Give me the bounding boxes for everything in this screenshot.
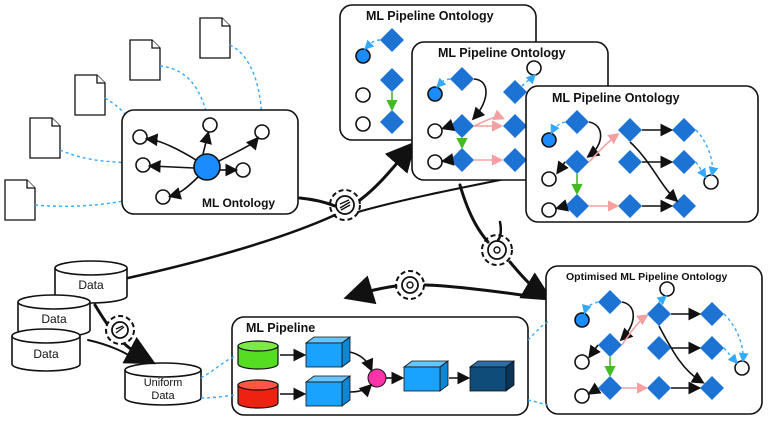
- uniform-data-label: Uniform: [144, 377, 183, 389]
- uniform-data-database-icon: Uniform Data: [124, 362, 202, 406]
- ontology-node: [541, 171, 557, 187]
- ontology-node: [355, 48, 371, 64]
- process-block: [304, 375, 352, 407]
- ontology-node: [427, 154, 443, 170]
- database-icon: Data: [54, 260, 128, 304]
- process-block: [304, 336, 352, 368]
- pipeline-ontology-label: ML Pipeline Ontology: [438, 46, 566, 60]
- ontology-node: [574, 354, 590, 370]
- ontology-node: [254, 124, 270, 140]
- ontology-node: [202, 117, 218, 133]
- ontology-node: [574, 388, 590, 404]
- document-icon: [129, 39, 161, 81]
- process-block: [402, 360, 450, 392]
- ontology-node: [427, 86, 443, 102]
- ontology-node: [355, 116, 371, 132]
- gear-icon: [329, 189, 361, 221]
- ontology-node: [132, 129, 148, 145]
- green-data-icon: [237, 340, 279, 370]
- ml-pipeline-label: ML Pipeline: [246, 321, 315, 335]
- ontology-node: [659, 281, 675, 297]
- gear-icon: [105, 315, 135, 345]
- optimised-ontology-label: Optimised ML Pipeline Ontology: [566, 271, 728, 283]
- ontology-root-node: [193, 153, 221, 181]
- model-block: [468, 360, 516, 392]
- ontology-node: [526, 60, 542, 76]
- gear-icon: [481, 234, 513, 266]
- ontology-node: [135, 157, 151, 173]
- ontology-node: [703, 174, 719, 190]
- ml-ontology-box: ML Ontology: [121, 109, 299, 215]
- uniform-data-label: Data: [151, 390, 175, 402]
- optimised-ontology-box: Optimised ML Pipeline Ontology: [545, 265, 763, 415]
- gear-icon: [395, 270, 425, 300]
- red-data-icon: [237, 379, 279, 409]
- ontology-node: [541, 132, 557, 148]
- database-icon: Data: [11, 328, 81, 372]
- ontology-node: [155, 189, 171, 205]
- pipeline-ontology-label: ML Pipeline Ontology: [366, 9, 494, 23]
- ontology-node: [574, 312, 590, 328]
- ml-pipeline-box: ML Pipeline: [231, 316, 529, 416]
- ontology-node: [541, 202, 557, 218]
- pipeline-ontology-label: ML Pipeline Ontology: [552, 91, 680, 105]
- data-label: Data: [78, 278, 104, 292]
- ontology-node: [355, 87, 371, 103]
- document-icon: [74, 74, 106, 116]
- data-label: Data: [41, 312, 67, 326]
- ontology-node: [235, 162, 251, 178]
- document-icon: [4, 179, 36, 221]
- ml-ontology-label: ML Ontology: [202, 196, 275, 210]
- ontology-node: [427, 123, 443, 139]
- ontology-node: [734, 360, 750, 376]
- document-icon: [199, 17, 231, 59]
- merge-node: [367, 368, 387, 388]
- data-label: Data: [33, 347, 59, 361]
- document-icon: [29, 117, 61, 159]
- pipeline-ontology-box: ML Pipeline Ontology: [525, 85, 759, 223]
